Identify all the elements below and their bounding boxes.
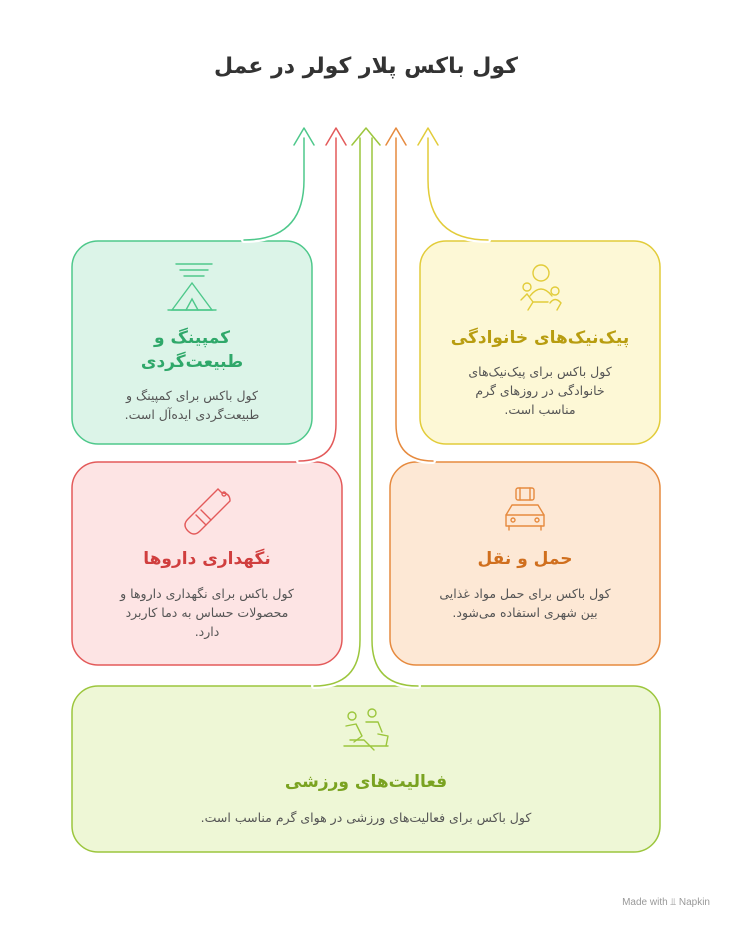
arrowhead-transport [385,127,407,146]
card-transport-box [389,461,661,666]
arrow-camping [243,137,305,241]
arrowhead-sports [351,127,381,146]
page-title: کول باکس پلار کولر در عمل [214,54,518,79]
footer-made-with: Made with [622,897,668,908]
card-picnic-box [419,240,661,445]
card-camping-box [71,240,313,445]
card-camping-desc: کول باکس برای کمپینگ و طبیعت‌گردی ایده‌آ… [92,386,292,424]
family-icon [520,264,562,311]
arrowhead-camping [293,127,315,146]
card-camping-title-line2: طبیعت‌گردی [140,352,244,372]
tent-icon [167,263,217,311]
car-icon [505,487,545,531]
arrowhead-medicine [325,127,347,146]
card-camping-desc-line1: کول باکس برای کمپینگ و [126,388,258,403]
card-medicine-title: نگهداری داروها [143,549,271,569]
card-medicine-desc-line3: دارد. [194,624,220,639]
card-transport-desc-line1: کول باکس برای حمل مواد غذایی [439,586,611,601]
sports-icon [343,708,389,751]
arrow-transport [395,137,434,462]
napkin-logo-icon: ⫫ [670,897,677,908]
card-picnic-desc-line2: خانوادگی در روزهای گرم [475,383,605,398]
arrow-sports-left [313,137,361,687]
card-transport-desc: کول باکس برای حمل مواد غذایی بین شهری اس… [410,584,640,622]
footer-brand: Napkin [678,897,710,908]
arrow-picnic [427,137,489,241]
card-picnic-desc: کول باکس برای پیک‌نیک‌های خانوادگی در رو… [440,362,640,419]
card-camping-desc-line2: طبیعت‌گردی ایده‌آل است. [124,407,260,422]
card-medicine-desc: کول باکس برای نگهداری داروها و محصولات ح… [92,584,322,641]
card-sports-desc: کول باکس برای فعالیت‌های ورزشی در هوای گ… [200,810,532,825]
card-medicine-box [71,461,343,666]
thermometer-icon [184,488,231,535]
card-medicine-desc-line1: کول باکس برای نگهداری داروها و [120,586,294,601]
card-picnic-desc-line1: کول باکس برای پیک‌نیک‌های [468,364,612,379]
card-sports-box [71,685,661,853]
card-camping-title: کمپینگ و طبیعت‌گردی [92,326,292,374]
card-camping-title-line1: کمپینگ و [154,328,230,348]
card-transport-desc-line2: بین شهری استفاده می‌شود. [452,605,598,620]
card-sports-title: فعالیت‌های ورزشی [284,772,448,792]
card-picnic-desc-line3: مناسب است. [504,402,576,417]
card-transport-title: حمل و نقل [477,549,573,569]
card-picnic-title: پیک‌نیک‌های خانوادگی [450,328,630,348]
napkin-footer[interactable]: Made with ⫫ Napkin [622,897,710,908]
arrowhead-picnic [417,127,439,146]
arrow-sports-right [371,137,419,687]
card-medicine-desc-line2: محصولات حساس به دما کاربرد [125,605,289,620]
arrow-medicine [298,137,337,462]
